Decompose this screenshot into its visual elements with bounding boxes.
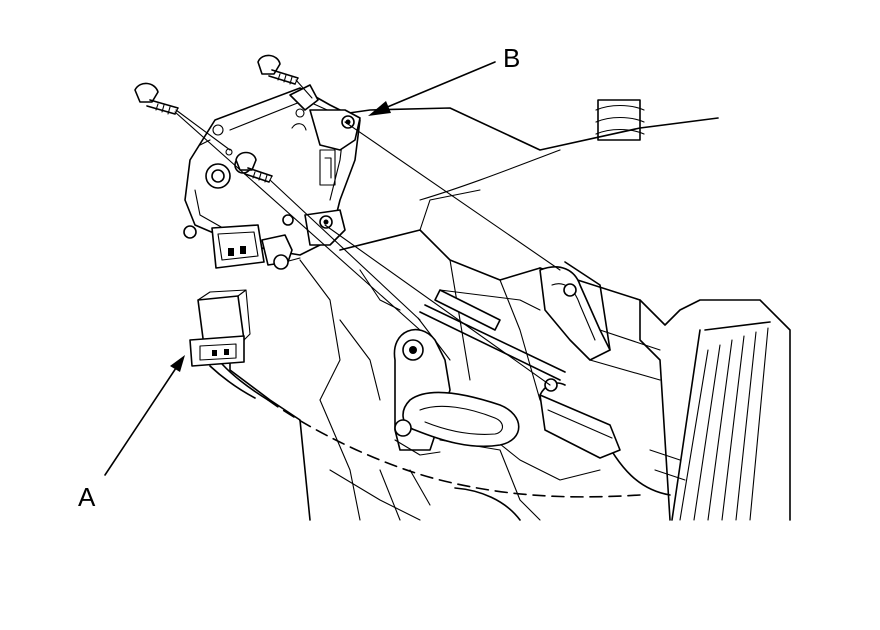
actuator-body: [183, 84, 361, 263]
screw-middle: [235, 151, 273, 183]
screw-left: [134, 82, 231, 151]
actuator-connector-socket: [211, 224, 293, 270]
harness-connector-a: [189, 289, 269, 401]
callout-arrow-a: [104, 355, 185, 476]
door-lever-upper: [539, 261, 611, 361]
wire-end: [454, 487, 521, 521]
callout-arrow-b: [368, 61, 496, 116]
alignment-guides: [174, 111, 561, 386]
cam-arm: [393, 328, 520, 456]
linkage-rod: [417, 289, 566, 381]
screw-top: [257, 54, 313, 99]
callout-label-b: B: [503, 43, 521, 73]
callout-label-a: A: [78, 482, 96, 512]
door-lever-lower: [539, 378, 621, 459]
wire-dashed-path: [267, 399, 641, 498]
